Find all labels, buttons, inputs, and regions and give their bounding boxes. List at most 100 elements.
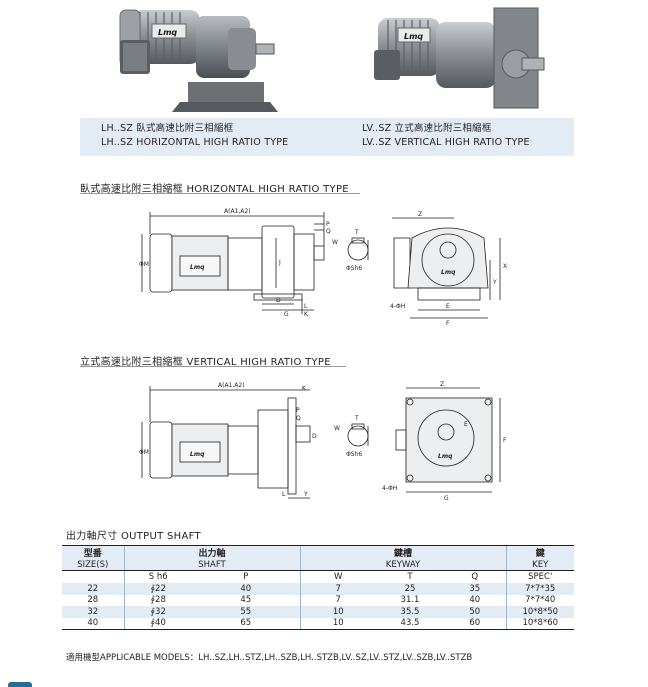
sub-hdr-p: P bbox=[243, 572, 249, 582]
cell-s: ∮28 bbox=[123, 594, 192, 606]
sub-hdr-t: T bbox=[407, 572, 413, 582]
caption-right-line2: LV..SZ VERTICAL HIGH RATIO TYPE bbox=[362, 137, 530, 148]
vertical-title-rule bbox=[80, 366, 346, 367]
v-dim-S: ΦSh6 bbox=[346, 451, 362, 458]
horizontal-section-title: 臥式高速比附三相縮框 HORIZONTAL HIGH RATIO TYPE bbox=[80, 184, 349, 195]
cell-t: 25 bbox=[376, 583, 444, 595]
v-dim-Q: Q bbox=[296, 415, 301, 422]
v-dim-G: G bbox=[444, 495, 449, 502]
shaft-table-title: 出力軸尺寸 OUTPUT SHAFT bbox=[66, 531, 201, 542]
hdr-keyway-zh: 鍵槽 bbox=[299, 545, 506, 559]
output-shaft-table: 型番 出力軸 鍵槽 鍵 SIZE(S) SHAFT KEYWAY KEY S h… bbox=[62, 545, 574, 630]
v-dim-Z: Z bbox=[440, 381, 444, 388]
hdr-size-zh: 型番 bbox=[62, 545, 124, 559]
photo-logo-right: Lmq bbox=[404, 32, 423, 41]
vertical-side-drawing: Lmq A(A1,A2) ΦM K D L Y P Q W T ΦSh6 bbox=[139, 382, 369, 499]
caption-right-line1: LV..SZ 立式高速比附三相縮框 bbox=[362, 123, 492, 134]
caption-left-line1: LH..SZ 臥式高速比附三相縮框 bbox=[101, 123, 234, 134]
dim-T: T bbox=[354, 229, 359, 236]
hdr-shaft-zh: 出力軸 bbox=[123, 545, 300, 559]
cell-p: 55 bbox=[192, 606, 300, 618]
horizontal-motor-photo: Lmq bbox=[119, 9, 278, 112]
cell-spec: 7*7*40 bbox=[505, 594, 574, 606]
dim-Q: Q bbox=[326, 228, 331, 235]
v-dim-W: W bbox=[334, 425, 340, 432]
cell-s: ∮22 bbox=[123, 583, 192, 595]
cell-q: 60 bbox=[444, 617, 506, 630]
cell-p: 40 bbox=[192, 583, 300, 595]
h-front-logo: Lmq bbox=[441, 269, 456, 276]
v-dim-L: L bbox=[282, 491, 286, 498]
vertical-motor-photo: Lmq bbox=[374, 7, 545, 109]
horizontal-front-drawing: Lmq Z X Y 4-ΦH E F bbox=[390, 211, 507, 327]
hdr-shaft-en: SHAFT bbox=[123, 559, 300, 571]
cell-spec: 10*8*60 bbox=[505, 617, 574, 630]
cell-w: 7 bbox=[299, 583, 376, 595]
table-row: 32 ∮32 55 10 35.5 50 10*8*50 bbox=[62, 606, 574, 618]
page-corner-tab bbox=[8, 682, 32, 687]
sub-hdr-spec: SPEC' bbox=[505, 570, 574, 583]
dim-Z: Z bbox=[418, 211, 422, 218]
dim-S: ΦSh6 bbox=[346, 265, 362, 272]
v-dim-P: P bbox=[296, 407, 300, 414]
applicable-models-footer: 適用機型APPLICABLE MODELS：LH..SZ,LH..STZ,LH.… bbox=[66, 653, 473, 663]
v-dim-H: 4-ΦH bbox=[382, 485, 397, 492]
cell-size: 32 bbox=[62, 606, 124, 618]
cell-q: 35 bbox=[444, 583, 506, 595]
caption-band bbox=[80, 118, 574, 156]
vertical-section-title: 立式高速比附三相縮框 VERTICAL HIGH RATIO TYPE bbox=[80, 357, 331, 368]
dim-L: L bbox=[304, 303, 308, 310]
v-front-logo: Lmq bbox=[438, 453, 453, 460]
cell-w: 10 bbox=[299, 617, 376, 630]
v-dim-T: T bbox=[354, 415, 359, 422]
v-dim-Y: Y bbox=[303, 491, 308, 498]
cell-size: 28 bbox=[87, 595, 99, 606]
table-row: 22 ∮22 40 7 25 35 7*7*35 bbox=[62, 583, 574, 595]
dim-J: J bbox=[278, 259, 281, 266]
dim-K: K bbox=[304, 311, 309, 318]
cell-spec: 7*7*35 bbox=[505, 583, 574, 595]
table-row: 40 ∮40 65 10 43.5 60 10*8*60 bbox=[62, 617, 574, 630]
cell-w: 7 bbox=[299, 594, 376, 606]
cell-s: ∮32 bbox=[123, 606, 192, 618]
cell-t: 35.5 bbox=[376, 606, 444, 618]
sub-hdr-q: Q bbox=[471, 572, 479, 582]
h-logo: Lmq bbox=[190, 264, 205, 271]
dim-X: X bbox=[503, 263, 507, 270]
table-row: 28 ∮28 45 7 31.1 40 7*7*40 bbox=[62, 594, 574, 606]
v-logo: Lmq bbox=[190, 451, 205, 458]
dim-D: D bbox=[276, 297, 281, 304]
v-dim-F: F bbox=[503, 437, 507, 444]
cell-s: ∮40 bbox=[123, 617, 192, 630]
v-dim-K: K bbox=[302, 385, 307, 392]
sub-hdr-s: S h6 bbox=[123, 570, 192, 583]
dim-E: E bbox=[446, 303, 450, 310]
cell-t: 31.1 bbox=[400, 595, 420, 606]
v-dim-M: ΦM bbox=[139, 449, 149, 456]
v-dim-E: E bbox=[464, 421, 468, 428]
cell-spec: 10*8*50 bbox=[505, 606, 574, 618]
caption-left-line2: LH..SZ HORIZONTAL HIGH RATIO TYPE bbox=[101, 137, 289, 148]
dim-G: G bbox=[284, 311, 289, 318]
hdr-key-en: KEY bbox=[505, 559, 574, 571]
horizontal-title-rule bbox=[80, 193, 360, 194]
cell-p: 45 bbox=[240, 595, 252, 606]
cell-q: 40 bbox=[469, 595, 481, 606]
sub-hdr-size bbox=[62, 571, 124, 584]
dim-W: W bbox=[332, 239, 338, 246]
hdr-size-en: SIZE(S) bbox=[62, 559, 124, 571]
horizontal-side-drawing: Lmq A(A1,A2) ΦM J D G L K P Q W T ΦSh6 bbox=[139, 208, 369, 318]
cell-size: 40 bbox=[62, 617, 124, 630]
dim-F: F bbox=[446, 320, 450, 327]
cell-q: 50 bbox=[444, 606, 506, 618]
cell-p: 65 bbox=[192, 617, 300, 630]
cell-w: 10 bbox=[299, 606, 376, 618]
dim-P: P bbox=[326, 221, 330, 228]
photo-logo-left: Lmq bbox=[158, 28, 177, 37]
dim-H: 4-ΦH bbox=[390, 303, 405, 310]
dim-Y: Y bbox=[492, 279, 497, 286]
dim-A: A(A1,A2) bbox=[224, 208, 251, 215]
cell-t: 43.5 bbox=[376, 617, 444, 630]
v-dim-D: D bbox=[312, 433, 317, 440]
v-dim-A: A(A1,A2) bbox=[218, 382, 245, 389]
